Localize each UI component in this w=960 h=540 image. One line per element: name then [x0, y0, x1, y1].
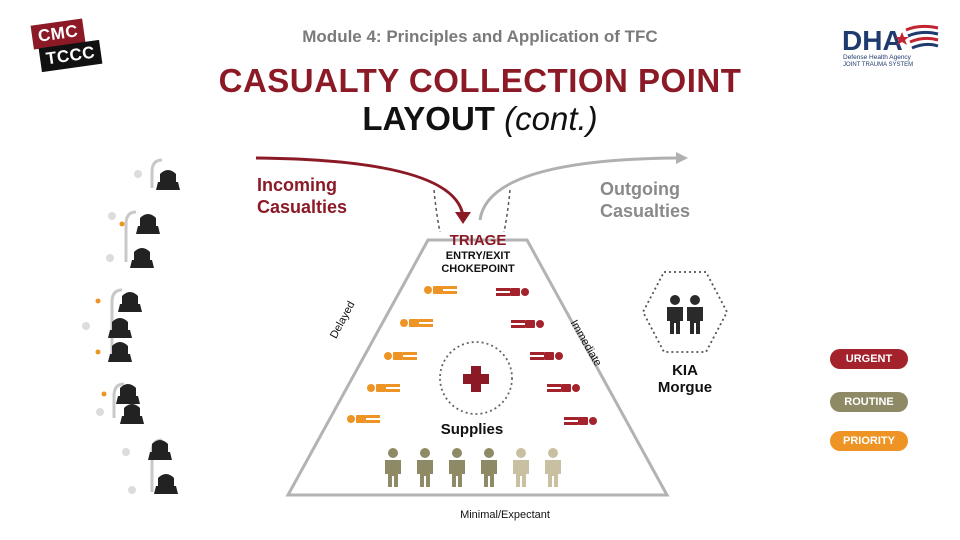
immediate-casualties	[496, 288, 597, 425]
minimal-expectant-label: Minimal/Expectant	[460, 509, 550, 521]
kia-morgue-label: KIA Morgue	[640, 362, 730, 396]
star-icon	[895, 32, 909, 45]
dha-logo-line2: JOINT TRAUMA SYSTEM	[843, 62, 913, 68]
smoke-icon	[122, 448, 130, 456]
muzzle-flash-icon	[95, 349, 101, 355]
outgoing-casualties-label: Outgoing Casualties	[600, 179, 691, 221]
page-subtitle: LAYOUT (cont.)	[0, 100, 960, 138]
urgent-casualty-icon	[496, 288, 529, 296]
muzzle-flash-icon	[119, 221, 125, 227]
smoke-icon	[108, 212, 116, 220]
dha-logo: DHA Defense Health Agency JOINT TRAUMA S…	[840, 22, 940, 68]
expectant-casualty-icon	[545, 448, 561, 487]
dha-logo-text: DHA	[842, 25, 903, 56]
incoming-arrow	[255, 156, 465, 217]
page-title: CASUALTY COLLECTION POINT	[218, 62, 742, 99]
outgoing-arrow	[478, 156, 677, 221]
routine-casualty-icon	[449, 448, 465, 487]
entry-exit-line2: CHOKEPOINT	[441, 263, 515, 275]
outgoing-arrowhead	[676, 152, 688, 164]
triage-label: TRIAGE	[449, 232, 507, 249]
soldier-icon	[154, 474, 178, 494]
routine-casualty-icon	[417, 448, 433, 487]
minimal-casualties	[385, 448, 561, 487]
supplies-zone	[439, 341, 513, 415]
kia-person-icon	[667, 295, 683, 334]
soldier-icon	[120, 404, 144, 424]
urgent-casualty-icon	[530, 352, 563, 360]
dha-logo-line1: Defense Health Agency	[843, 54, 912, 61]
soldier-icon	[136, 214, 160, 234]
soldier-icon	[130, 248, 154, 268]
supplies-label: Supplies	[440, 421, 504, 438]
entry-exit-label: ENTRY/EXIT CHOKEPOINT	[418, 250, 538, 276]
subtitle-bold: LAYOUT	[362, 100, 495, 137]
urgent-casualty-icon	[511, 320, 544, 328]
kia-label-line1: KIA	[672, 362, 698, 379]
expectant-casualty-icon	[513, 448, 529, 487]
kia-person-icon	[687, 295, 703, 334]
chokepoint-wall-right	[503, 189, 511, 233]
priority-casualty-icon	[347, 415, 380, 423]
soldier-icon	[118, 292, 142, 312]
routine-casualty-icon	[385, 448, 401, 487]
incoming-arrowhead	[455, 212, 471, 224]
kia-label-line2: Morgue	[657, 379, 713, 396]
entry-exit-line1: ENTRY/EXIT	[445, 250, 511, 262]
smoke-icon	[128, 486, 136, 494]
kia-morgue-zone	[641, 271, 729, 353]
module-title: Module 4: Principles and Application of …	[302, 27, 658, 46]
soldier-icon	[116, 384, 140, 404]
muzzle-flash-icon	[101, 391, 107, 397]
smoke-icon	[82, 322, 90, 330]
urgent-casualty-icon	[564, 417, 597, 425]
priority-casualty-icon	[424, 286, 457, 294]
chokepoint-wall-left	[433, 189, 441, 233]
priority-casualty-icon	[367, 384, 400, 392]
subtitle-italic: (cont.)	[504, 100, 598, 137]
legend-urgent: URGENT	[830, 349, 908, 369]
priority-casualty-icon	[400, 319, 433, 327]
muzzle-flash-icon	[95, 298, 101, 304]
legend-routine: ROUTINE	[830, 392, 908, 412]
incoming-casualties-label: Incoming Casualties	[257, 175, 348, 217]
ccp-area-outline	[285, 238, 670, 497]
soldier-icon	[156, 170, 180, 190]
smoke-icon	[96, 408, 104, 416]
smoke-icon	[134, 170, 142, 178]
priority-casualty-icon	[384, 352, 417, 360]
security-perimeter	[82, 158, 180, 494]
legend-priority: PRIORITY	[830, 431, 908, 451]
routine-casualty-icon	[481, 448, 497, 487]
dha-logo-graphic: DHA Defense Health Agency JOINT TRAUMA S…	[842, 24, 939, 68]
smoke-icon	[106, 254, 114, 262]
urgent-casualty-icon	[547, 384, 580, 392]
